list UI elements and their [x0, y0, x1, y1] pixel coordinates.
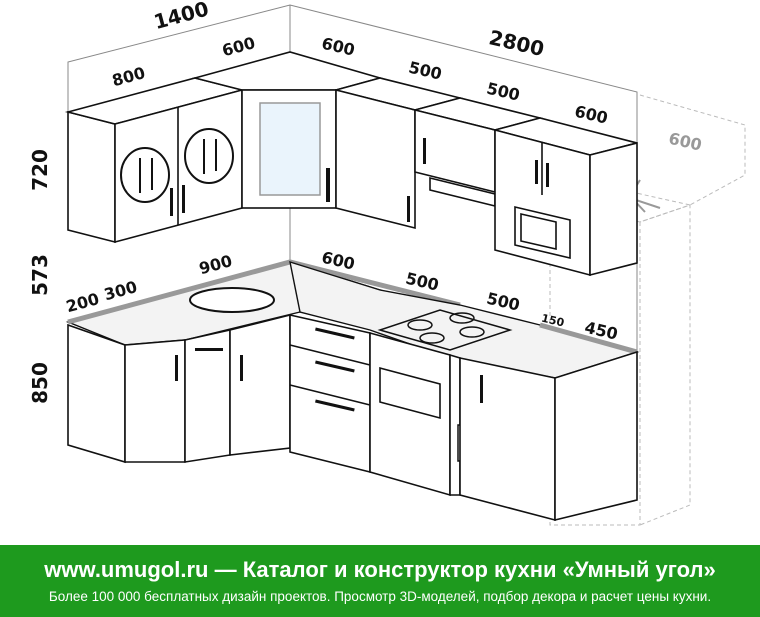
dim-right-upper-600: 600 — [573, 102, 610, 128]
dim-base-900: 900 — [197, 251, 234, 278]
dim-left-total: 1400 — [151, 0, 211, 34]
upper-cabinet-left — [64, 77, 246, 244]
cooktop — [377, 309, 513, 351]
sink — [189, 287, 275, 313]
dim-base-150: 150 — [540, 312, 566, 330]
dim-left-upper-corner: 600 — [220, 33, 257, 60]
cutlery-icon — [184, 128, 234, 184]
dim-base-300: 300 — [102, 277, 139, 304]
promo-banner: www.umugol.ru — Каталог и конструктор ку… — [0, 545, 760, 617]
kitchen-diagram: 1400 800 600 600 500 2800 500 600 600 72… — [28, 0, 746, 526]
dim-right-total: 2800 — [487, 25, 547, 61]
banner-title[interactable]: www.umugol.ru — Каталог и конструктор ку… — [44, 557, 716, 582]
base-cabinets — [67, 313, 638, 522]
dim-fridge: 600 — [667, 129, 704, 155]
dim-right-upper-500b: 500 — [485, 79, 522, 105]
cutlery-icon — [120, 147, 170, 203]
dim-height-base: 850 — [28, 362, 52, 404]
dim-right-upper-corner: 600 — [320, 34, 357, 60]
microwave-icon — [514, 205, 571, 260]
dim-left-upper-800: 800 — [110, 63, 147, 90]
upper-cabinet-right — [332, 77, 638, 277]
dim-base-500b: 500 — [485, 289, 522, 315]
countertop — [65, 259, 640, 379]
dim-right-upper-500a: 500 — [407, 58, 444, 84]
dim-height-gap: 573 — [28, 254, 52, 296]
banner-subtitle: Более 100 000 бесплатных дизайн проектов… — [48, 589, 712, 604]
glass-panel — [259, 102, 321, 196]
dim-height-upper: 720 — [28, 149, 52, 191]
upper-corner-cabinet — [191, 51, 383, 209]
